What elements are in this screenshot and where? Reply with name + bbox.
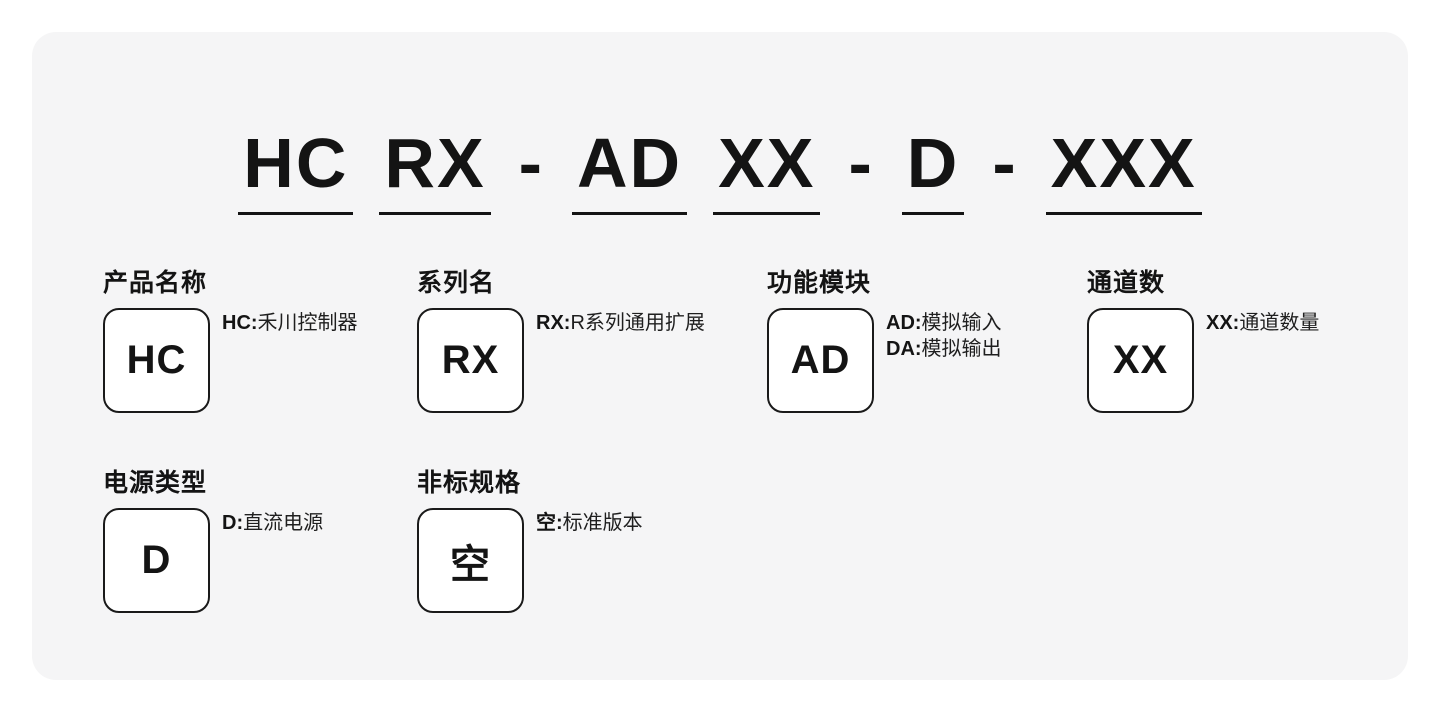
desc-key: RX: — [536, 312, 571, 334]
card-label: 通道数 — [1087, 269, 1166, 297]
model-code-dash: - — [518, 124, 544, 202]
code-box: XX — [1087, 308, 1194, 413]
desc-line: D:直流电源 — [222, 510, 323, 536]
code-text: XX — [1112, 338, 1169, 382]
desc-value: 模拟输出 — [921, 338, 1002, 360]
code-text: RX — [441, 338, 500, 382]
desc-value: 禾川控制器 — [257, 312, 358, 334]
desc-value: 模拟输入 — [921, 312, 1002, 334]
code-box: D — [103, 508, 210, 613]
model-code-segment-rx: RX — [379, 128, 491, 215]
desc-line: 空:标准版本 — [536, 510, 643, 536]
card-product-name: 产品名称 HC HC:禾川控制器 — [103, 268, 358, 413]
code-text: HC — [126, 338, 187, 382]
card-descriptions: D:直流电源 — [222, 508, 323, 536]
desc-line: RX:R系列通用扩展 — [536, 310, 705, 336]
model-code-dash: - — [992, 124, 1018, 202]
code-text: AD — [790, 338, 851, 382]
card-label: 电源类型 — [103, 469, 208, 497]
code-box: RX — [417, 308, 524, 413]
code-text: 空 — [450, 542, 491, 587]
code-box: HC — [103, 308, 210, 413]
desc-value: 通道数量 — [1239, 312, 1320, 334]
model-code-segment-hc: HC — [238, 128, 354, 215]
card-descriptions: 空:标准版本 — [536, 508, 643, 536]
card-label: 非标规格 — [417, 469, 522, 497]
desc-key: AD: — [886, 312, 922, 334]
product-naming-panel: HC RX - AD XX - D - XXX 产品名称 HC HC:禾川控制器… — [32, 32, 1408, 680]
desc-key: XX: — [1206, 312, 1240, 334]
card-function-module: 功能模块 AD AD:模拟输入 DA:模拟输出 — [767, 268, 1002, 413]
card-nonstandard-spec: 非标规格 空 空:标准版本 — [417, 468, 643, 613]
desc-line: XX:通道数量 — [1206, 310, 1319, 336]
desc-line: DA:模拟输出 — [886, 336, 1002, 362]
desc-value: 直流电源 — [243, 512, 324, 534]
card-descriptions: AD:模拟输入 DA:模拟输出 — [886, 308, 1002, 362]
desc-value: 标准版本 — [562, 512, 643, 534]
model-code-dash: - — [848, 124, 874, 202]
desc-value: R系列通用扩展 — [570, 312, 705, 334]
card-label: 产品名称 — [103, 269, 208, 297]
desc-key: HC: — [222, 312, 258, 334]
card-descriptions: HC:禾川控制器 — [222, 308, 358, 336]
desc-line: HC:禾川控制器 — [222, 310, 358, 336]
card-label: 功能模块 — [767, 269, 872, 297]
model-code: HC RX - AD XX - D - XXX — [32, 128, 1408, 215]
card-channel-count: 通道数 XX XX:通道数量 — [1087, 268, 1319, 413]
card-label: 系列名 — [417, 269, 496, 297]
card-series-name: 系列名 RX RX:R系列通用扩展 — [417, 268, 705, 413]
model-code-segment-xxx: XXX — [1045, 128, 1202, 215]
code-box: AD — [767, 308, 874, 413]
card-descriptions: RX:R系列通用扩展 — [536, 308, 705, 336]
desc-key: DA: — [886, 338, 922, 360]
desc-key: D: — [222, 512, 244, 534]
card-descriptions: XX:通道数量 — [1206, 308, 1319, 336]
code-text: D — [141, 538, 172, 582]
desc-line: AD:模拟输入 — [886, 310, 1002, 336]
code-box: 空 — [417, 508, 524, 613]
card-power-type: 电源类型 D D:直流电源 — [103, 468, 323, 613]
model-code-segment-ad: AD — [571, 128, 688, 215]
model-code-segment-xx: XX — [713, 128, 821, 215]
desc-key: 空: — [536, 512, 563, 534]
model-code-segment-d: D — [901, 128, 965, 215]
